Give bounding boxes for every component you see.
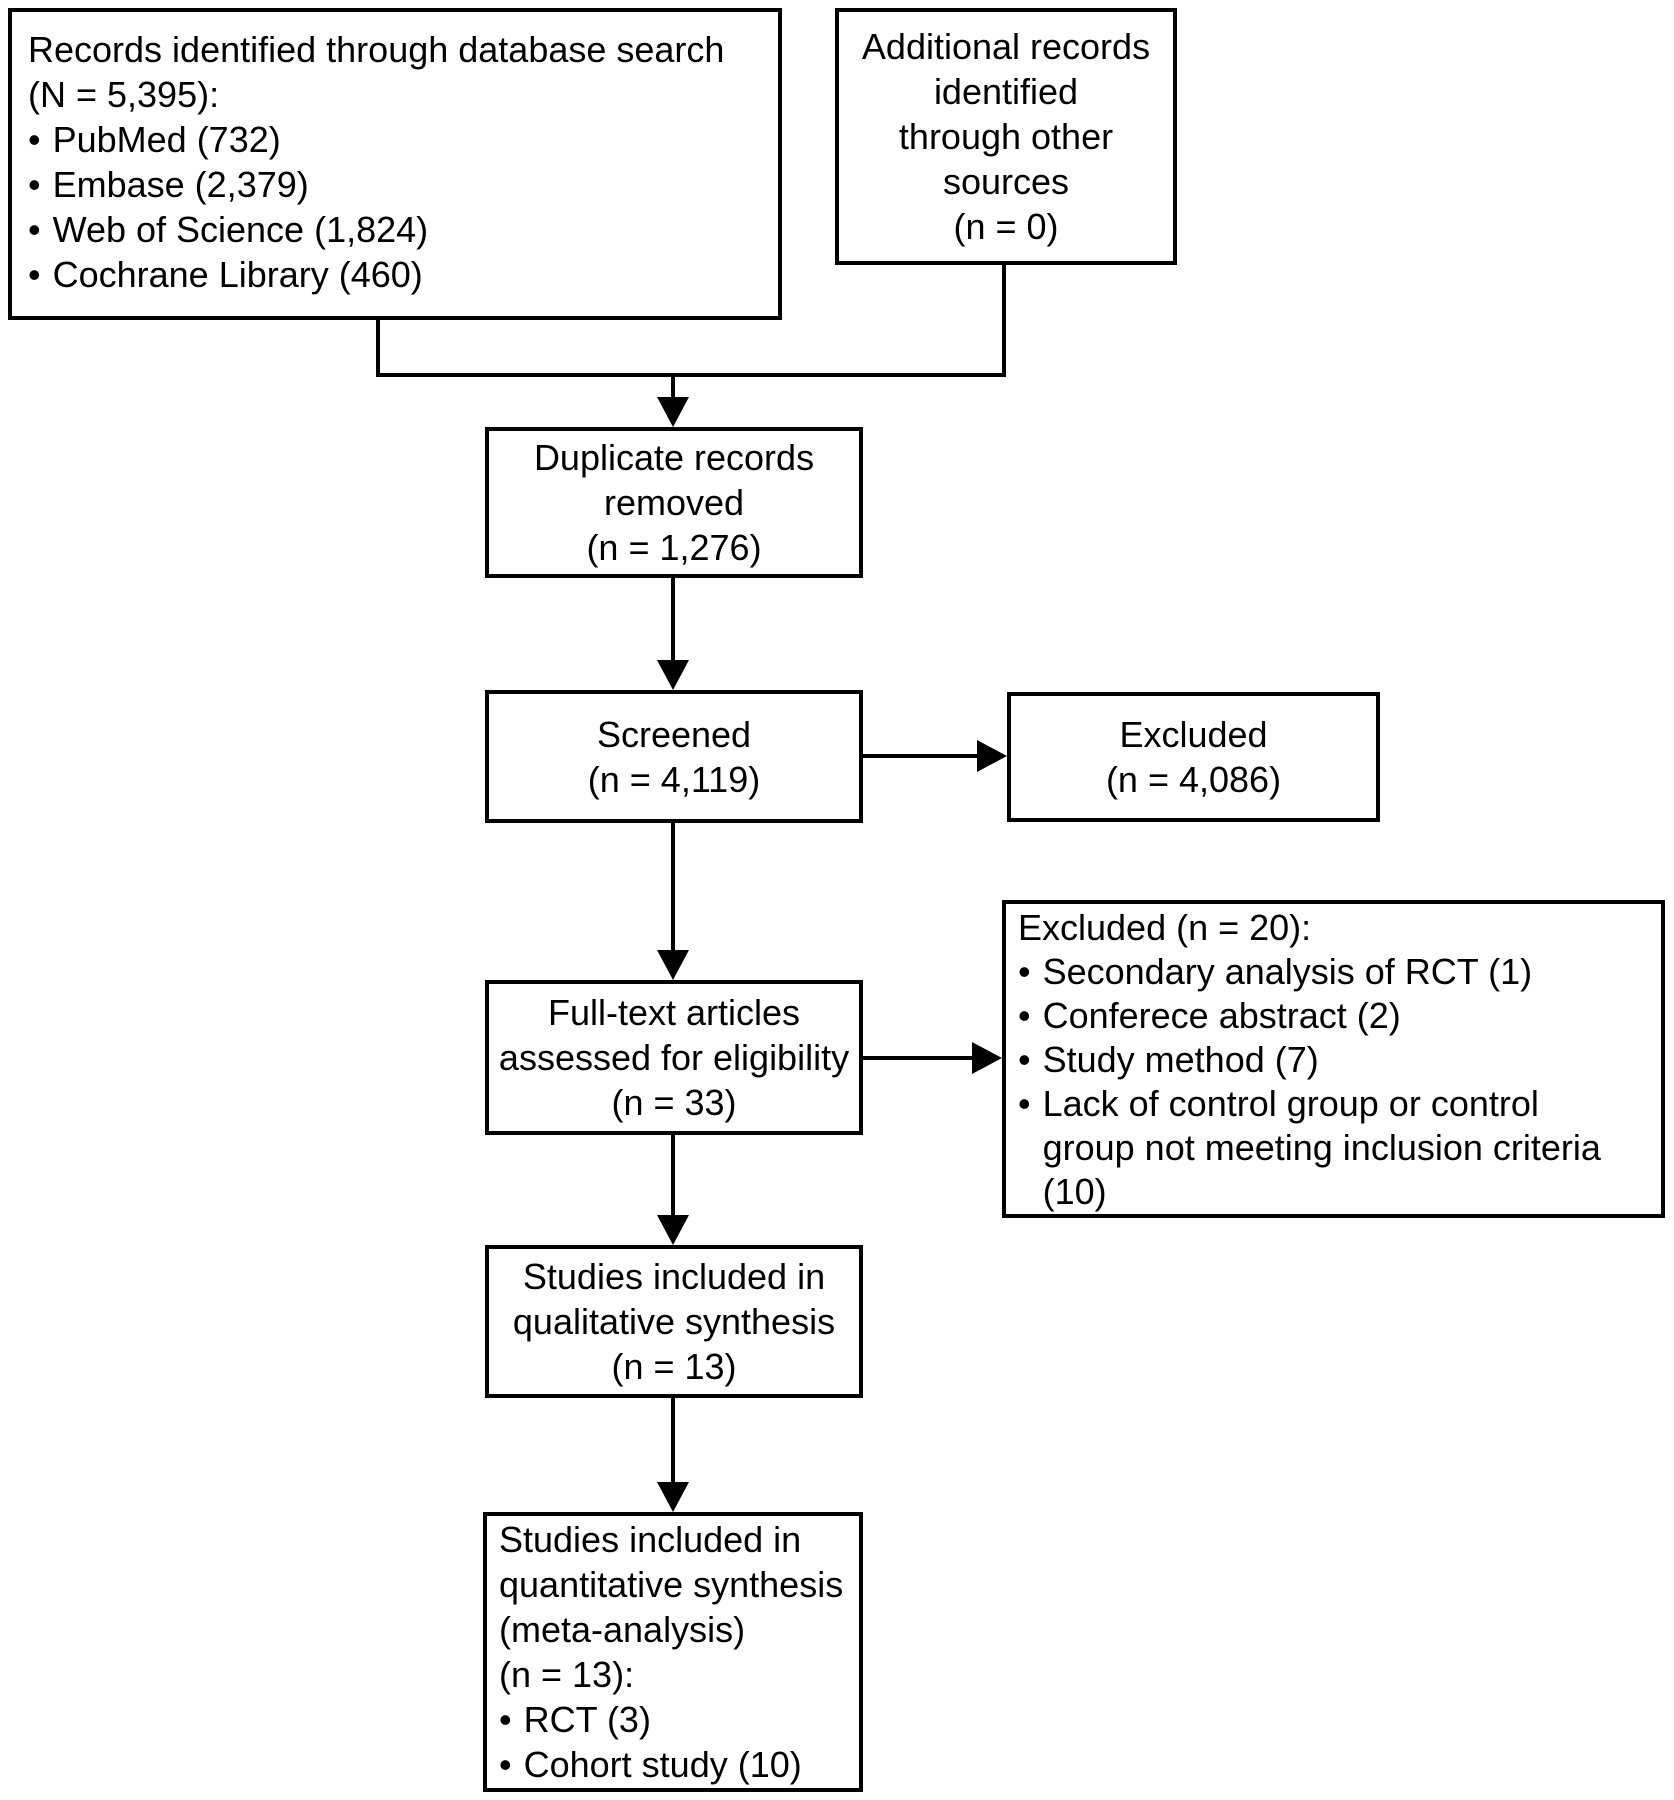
list-item-label: Secondary analysis of RCT (1): [1042, 951, 1533, 992]
list-item: • RCT (3): [499, 1697, 847, 1742]
box-duplicates-removed: Duplicate records removed (n = 1,276): [485, 427, 863, 578]
box-qualitative-synthesis: Studies included in qualitative synthesi…: [485, 1245, 863, 1398]
record-count: (n = 0): [953, 206, 1059, 247]
arrowhead-right-excluded-fulltext: [972, 1042, 1002, 1074]
bullet-icon: •: [1018, 995, 1031, 1036]
connector-qualitative-to-quantitative: [671, 1396, 675, 1484]
connector-records-other-drop: [1002, 263, 1006, 377]
record-count: (n = 13):: [499, 1654, 635, 1695]
connector-screened-to-excluded: [861, 754, 979, 758]
list-item-label: RCT (3): [523, 1699, 651, 1740]
list-item: • Cohort study (10): [499, 1742, 847, 1787]
arrowhead-down-qualitative: [657, 1215, 689, 1245]
box-text: Studies included in: [522, 1256, 826, 1297]
connector-merge-to-duplicates: [671, 375, 675, 401]
box-excluded-fulltext: Excluded (n = 20): • Secondary analysis …: [1002, 900, 1665, 1218]
box-quantitative-synthesis: Studies included in quantitative synthes…: [483, 1512, 863, 1792]
list-item: • Conferece abstract (2): [1018, 994, 1649, 1038]
arrowhead-down-fulltext: [657, 950, 689, 980]
box-excluded-screening: Excluded (n = 4,086): [1007, 692, 1380, 822]
arrowhead-down-quantitative: [657, 1482, 689, 1512]
connector-duplicates-to-screened: [671, 576, 675, 662]
record-count: (n = 13): [611, 1346, 737, 1387]
list-item: • Embase (2,379): [28, 162, 762, 207]
box-title: Excluded (n = 20):: [1018, 907, 1312, 948]
bullet-icon: •: [499, 1699, 512, 1740]
arrowhead-down-screened: [657, 660, 689, 690]
list-item-label: Cochrane Library (460): [52, 254, 423, 295]
bullet-icon: •: [28, 164, 41, 205]
list-item-label: Cohort study (10): [523, 1744, 802, 1785]
list-item-label: PubMed (732): [52, 119, 281, 160]
box-fulltext-assessed: Full-text articles assessed for eligibil…: [485, 980, 863, 1135]
box-text: (meta-analysis): [499, 1609, 746, 1650]
box-text: identified: [933, 71, 1079, 112]
box-screened: Screened (n = 4,119): [485, 690, 863, 823]
arrowhead-right-excluded: [977, 740, 1007, 772]
box-text: sources: [942, 161, 1070, 202]
list-item-label: Lack of control group or control group n…: [1042, 1083, 1601, 1212]
bullet-icon: •: [499, 1744, 512, 1785]
list-item: • Web of Science (1,824): [28, 207, 762, 252]
box-text: Screened: [596, 713, 752, 755]
connector-fulltext-to-excluded: [861, 1056, 974, 1060]
bullet-icon: •: [1018, 1083, 1031, 1124]
bullet-icon: •: [28, 254, 41, 295]
list-item: • Study method (7): [1018, 1038, 1649, 1082]
box-text: qualitative synthesis: [512, 1301, 836, 1342]
box-text: Duplicate records: [533, 437, 815, 478]
box-additional-records: Additional records identified through ot…: [835, 8, 1177, 265]
list-item: • Secondary analysis of RCT (1): [1018, 950, 1649, 994]
box-title: Records identified through database sear…: [28, 29, 725, 70]
box-text: removed: [603, 482, 745, 523]
record-count: (N = 5,395):: [28, 74, 220, 115]
list-item: • Lack of control group or control group…: [1018, 1082, 1649, 1214]
box-text: Additional records: [861, 26, 1151, 67]
list-item-label: Study method (7): [1042, 1039, 1319, 1080]
record-count: (n = 1,276): [586, 527, 762, 568]
record-count: (n = 33): [611, 1082, 737, 1123]
record-count: (n = 4,119): [587, 758, 761, 800]
bullet-icon: •: [1018, 1039, 1031, 1080]
bullet-icon: •: [1018, 951, 1031, 992]
box-text: quantitative synthesis: [499, 1564, 844, 1605]
box-text: Excluded: [1119, 714, 1268, 755]
bullet-icon: •: [28, 209, 41, 250]
record-count: (n = 4,086): [1105, 759, 1282, 800]
connector-screened-to-fulltext: [671, 821, 675, 952]
list-item: • Cochrane Library (460): [28, 252, 762, 297]
connector-fulltext-to-qualitative: [671, 1133, 675, 1217]
arrowhead-down-duplicates: [657, 397, 689, 427]
box-records-identified-database: Records identified through database sear…: [8, 8, 782, 320]
box-text: Studies included in: [499, 1519, 802, 1560]
list-item-label: Web of Science (1,824): [52, 209, 429, 250]
box-text: through other: [898, 116, 1114, 157]
box-text: assessed for eligibility: [498, 1037, 850, 1078]
list-item: • PubMed (732): [28, 117, 762, 162]
connector-records-db-drop: [376, 320, 380, 377]
bullet-icon: •: [28, 119, 41, 160]
list-item-label: Conferece abstract (2): [1042, 995, 1401, 1036]
list-item-label: Embase (2,379): [52, 164, 309, 205]
box-text: Full-text articles: [547, 992, 801, 1033]
connector-merge-bar: [376, 373, 1006, 377]
